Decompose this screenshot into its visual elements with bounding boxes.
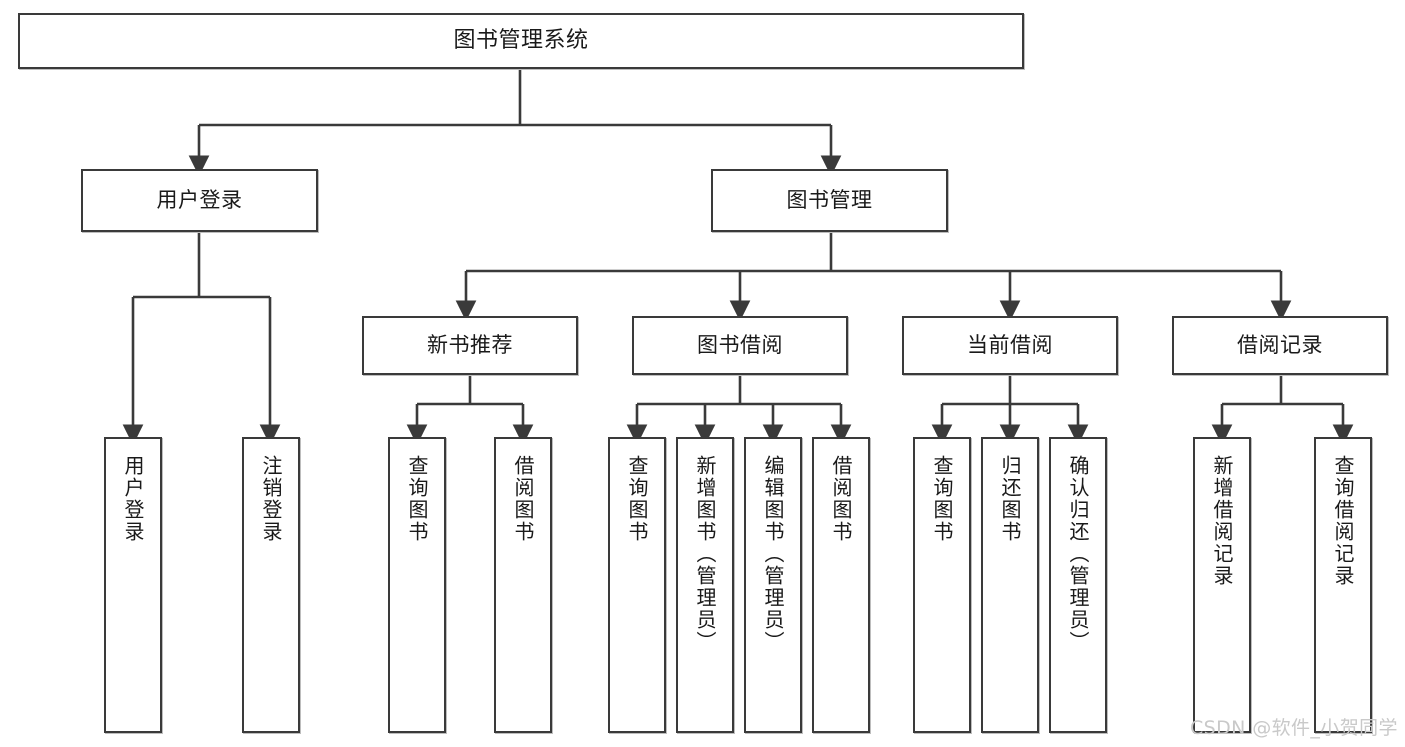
node-root-label: 图书管理系统 (453, 27, 589, 53)
node-leaf-return-book[interactable]: 归还图书 (981, 437, 1039, 733)
node-book-manage[interactable]: 图书管理 (711, 169, 948, 232)
node-leaf-confirm-return[interactable]: 确认归还（管理员） (1049, 437, 1107, 733)
node-user-login-label: 用户登录 (156, 187, 243, 212)
node-leaf-add-book[interactable]: 新增图书（管理员） (676, 437, 734, 733)
node-new-book-rec-label: 新书推荐 (427, 332, 513, 357)
node-leaf-edit-book[interactable]: 编辑图书（管理员） (744, 437, 802, 733)
node-current-borrow-label: 当前借阅 (967, 332, 1053, 357)
node-book-borrow[interactable]: 图书借阅 (632, 316, 848, 375)
node-leaf-query-book-1[interactable]: 查询图书 (388, 437, 446, 733)
node-borrow-record-label: 借阅记录 (1237, 332, 1323, 357)
node-leaf-borrow-book-1-label: 借阅图书 (511, 455, 535, 543)
node-leaf-query-book-2-label: 查询图书 (625, 455, 649, 543)
node-leaf-add-record-label: 新增借阅记录 (1210, 455, 1234, 587)
node-leaf-borrow-book-2-label: 借阅图书 (829, 455, 853, 543)
node-leaf-query-book-1-label: 查询图书 (405, 455, 429, 543)
node-leaf-logout-label: 注销登录 (259, 455, 283, 543)
node-leaf-add-book-label: 新增图书（管理员） (693, 455, 717, 653)
node-leaf-query-book-2[interactable]: 查询图书 (608, 437, 666, 733)
node-leaf-confirm-return-label: 确认归还（管理员） (1066, 455, 1090, 653)
node-leaf-logout[interactable]: 注销登录 (242, 437, 300, 733)
node-leaf-query-book-3[interactable]: 查询图书 (913, 437, 971, 733)
node-leaf-query-book-3-label: 查询图书 (930, 455, 954, 543)
node-borrow-record[interactable]: 借阅记录 (1172, 316, 1388, 375)
node-leaf-user-login[interactable]: 用户登录 (104, 437, 162, 733)
node-current-borrow[interactable]: 当前借阅 (902, 316, 1118, 375)
node-book-manage-label: 图书管理 (786, 187, 873, 212)
node-leaf-borrow-book-2[interactable]: 借阅图书 (812, 437, 870, 733)
node-leaf-edit-book-label: 编辑图书（管理员） (761, 455, 785, 653)
node-leaf-return-book-label: 归还图书 (998, 455, 1022, 543)
node-leaf-add-record[interactable]: 新增借阅记录 (1193, 437, 1251, 733)
node-leaf-query-record-label: 查询借阅记录 (1331, 455, 1355, 587)
node-root[interactable]: 图书管理系统 (18, 13, 1024, 69)
node-user-login[interactable]: 用户登录 (81, 169, 318, 232)
node-leaf-borrow-book-1[interactable]: 借阅图书 (494, 437, 552, 733)
node-book-borrow-label: 图书借阅 (697, 332, 783, 357)
node-leaf-user-login-label: 用户登录 (121, 455, 145, 543)
node-leaf-query-record[interactable]: 查询借阅记录 (1314, 437, 1372, 733)
node-new-book-rec[interactable]: 新书推荐 (362, 316, 578, 375)
